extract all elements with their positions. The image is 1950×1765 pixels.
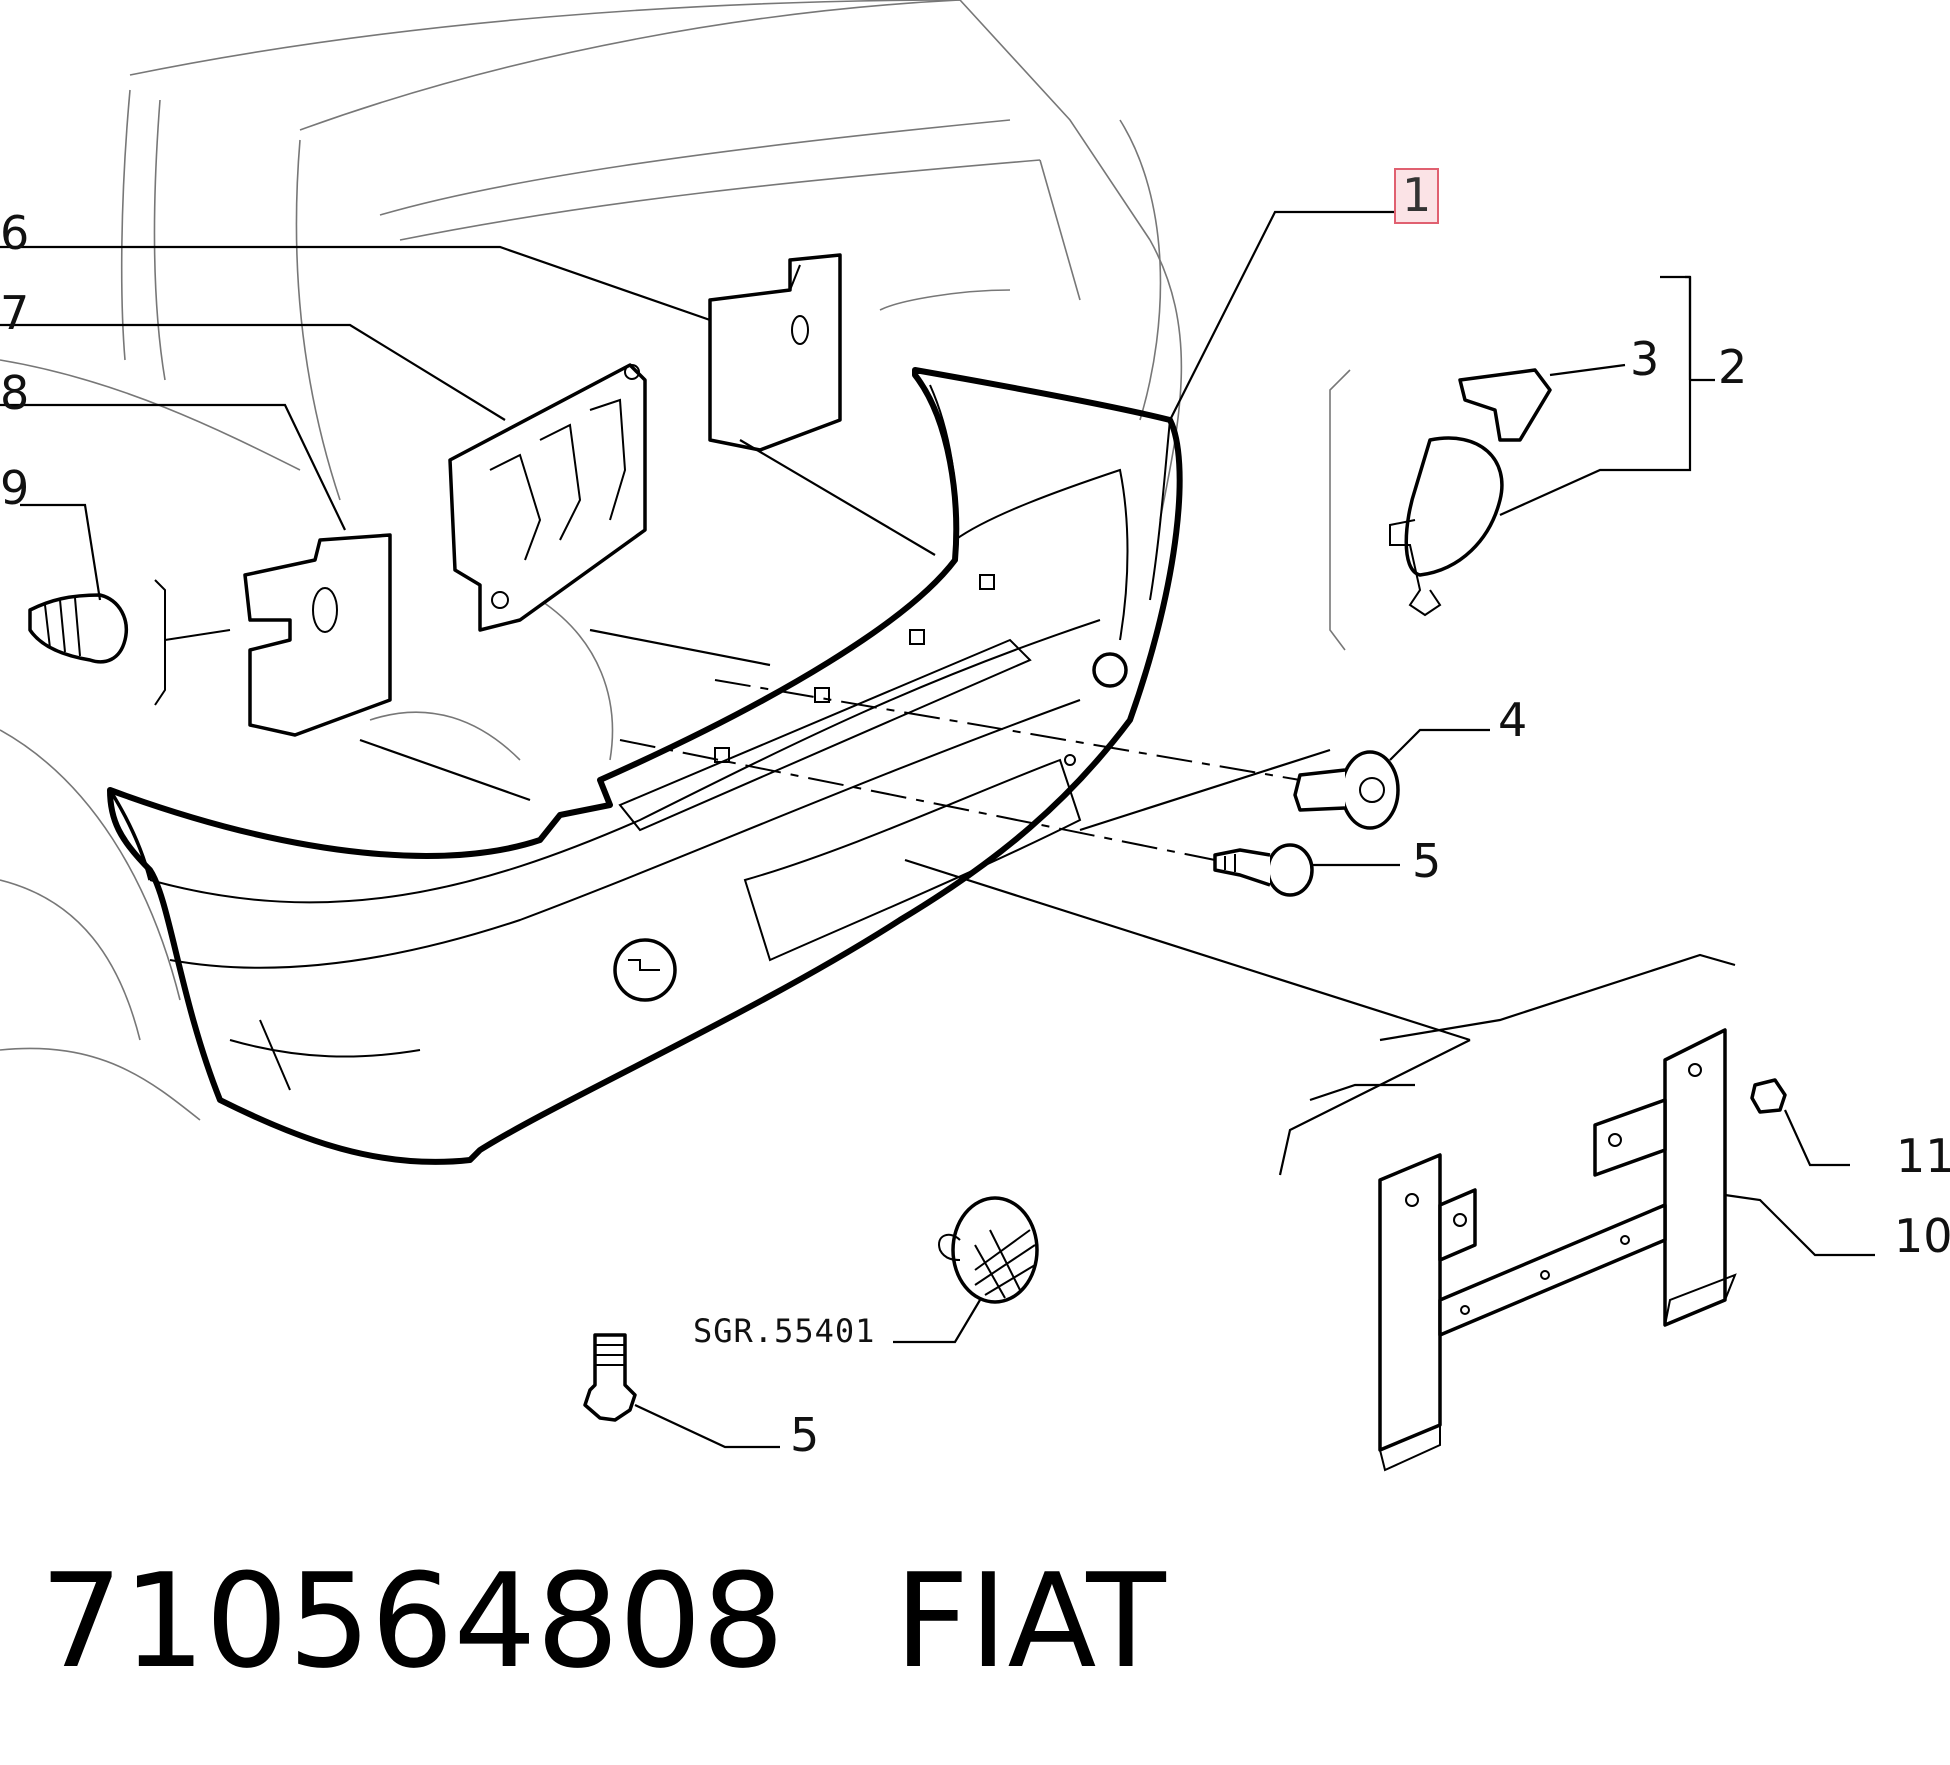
- part-9-clip: [28, 593, 128, 664]
- part-6-foam-block: [708, 253, 842, 452]
- reflector: [938, 1196, 1039, 1304]
- part-10-frame: [1378, 1028, 1737, 1472]
- reference-code-label: SGR.55401: [693, 1312, 876, 1350]
- callout-2[interactable]: 2: [1718, 340, 1748, 394]
- footer-part-info: 710564808 FIAT: [40, 1545, 1166, 1697]
- callout-4[interactable]: 4: [1498, 693, 1528, 747]
- callout-6[interactable]: 6: [0, 206, 30, 260]
- callout-5-upper[interactable]: 5: [1412, 834, 1442, 888]
- bracket-9-8: [154, 579, 231, 706]
- callout-11[interactable]: 11: [1896, 1129, 1950, 1183]
- callout-5-lower[interactable]: 5: [790, 1408, 820, 1462]
- callout-8[interactable]: 8: [0, 366, 30, 420]
- callout-7[interactable]: 7: [0, 286, 30, 340]
- part-2-tow-hook-cover: [1389, 368, 1552, 617]
- part-5-bolt-lower: [583, 1333, 637, 1422]
- callout-10[interactable]: 10: [1894, 1209, 1950, 1263]
- part-4-screw: [1293, 750, 1400, 830]
- callout-9[interactable]: 9: [0, 461, 30, 515]
- car-body-outline: [0, 0, 1351, 1121]
- leader-lines: [0, 210, 1875, 1449]
- part-8-foam-block: [243, 533, 392, 737]
- brand-name: FIAT: [894, 1545, 1166, 1697]
- callout-1[interactable]: 1: [1394, 168, 1440, 224]
- assembly-lines: [619, 679, 1301, 861]
- rear-bumper: [107, 367, 1183, 1165]
- callout-3[interactable]: 3: [1630, 332, 1660, 386]
- part-5-bolt-upper: [1213, 843, 1314, 897]
- part-number: 710564808: [40, 1545, 785, 1697]
- part-11-clip: [1750, 1078, 1787, 1114]
- part-7-bracket: [448, 363, 647, 632]
